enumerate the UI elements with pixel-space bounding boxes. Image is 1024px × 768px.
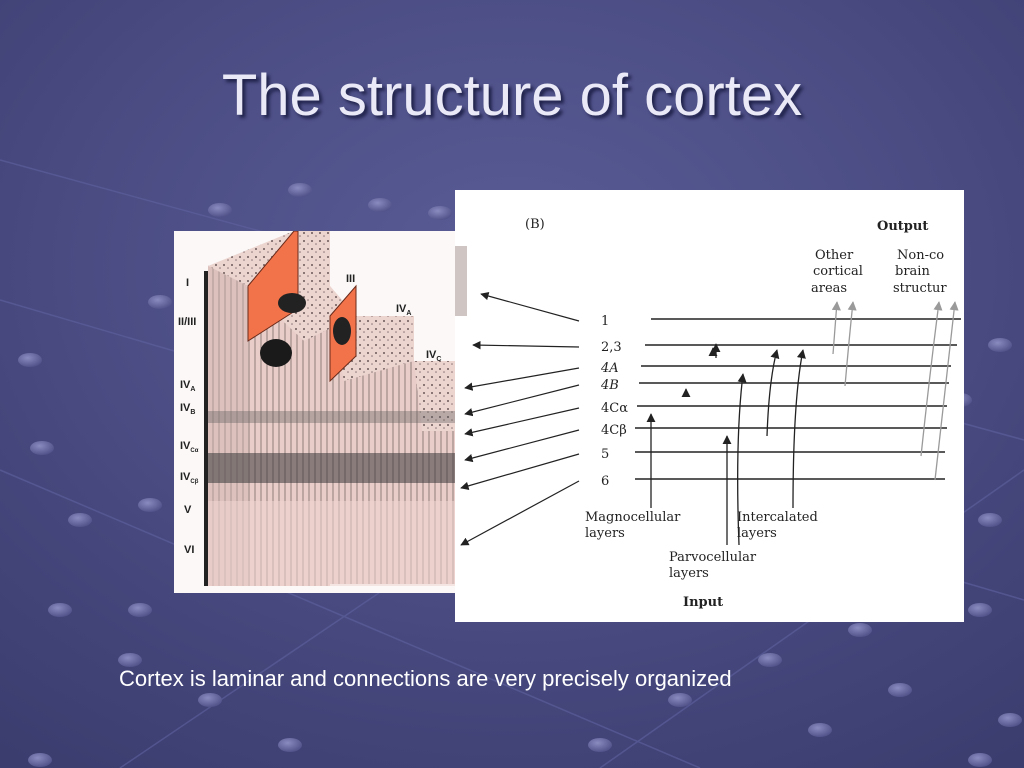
background-dot bbox=[428, 206, 452, 220]
output-label: Output bbox=[877, 219, 928, 234]
layer-label: II/III bbox=[178, 316, 196, 328]
background-dot bbox=[148, 295, 172, 309]
layer-label: I bbox=[186, 277, 189, 289]
layer-pointer-arrow bbox=[464, 429, 580, 463]
layer-label: 2,3 bbox=[601, 340, 622, 355]
top-label: IV bbox=[396, 303, 407, 315]
svg-text:layers: layers bbox=[737, 526, 777, 541]
svg-text:IVB: IVB bbox=[180, 402, 195, 416]
layer-label: V bbox=[184, 504, 192, 516]
background-dot bbox=[18, 353, 42, 367]
background-dot bbox=[68, 513, 92, 527]
background-dot bbox=[208, 203, 232, 217]
slide-caption: Cortex is laminar and connections are ve… bbox=[119, 666, 732, 691]
layer-label: 6 bbox=[601, 474, 609, 489]
background-dot bbox=[28, 753, 52, 767]
svg-text:IVA: IVA bbox=[180, 379, 195, 393]
background-dot bbox=[968, 603, 992, 617]
parvocellular-label: Parvocellular bbox=[669, 550, 757, 565]
slide-title: The structure of cortex bbox=[221, 63, 803, 128]
layer-label: 4B bbox=[600, 378, 619, 393]
top-label: IV bbox=[426, 349, 437, 361]
layer-label: 4Cα bbox=[601, 401, 628, 416]
layer-label: VI bbox=[184, 544, 194, 556]
input-label: Input bbox=[683, 595, 723, 610]
svg-text:III: III bbox=[346, 273, 355, 285]
svg-text:I: I bbox=[186, 277, 189, 289]
layer-pointer-arrow bbox=[464, 407, 580, 437]
svg-text:V: V bbox=[184, 504, 192, 516]
background-dot bbox=[118, 653, 142, 667]
svg-text:structur: structur bbox=[893, 281, 947, 296]
layer-pointer-arrow bbox=[464, 384, 580, 417]
non-cortical-label: Non-co bbox=[897, 248, 944, 263]
background-dot bbox=[988, 338, 1012, 352]
background-dot bbox=[30, 441, 54, 455]
background-dot bbox=[278, 738, 302, 752]
layer-label: 1 bbox=[601, 314, 609, 329]
layer-label: 5 bbox=[601, 447, 609, 462]
background-dot bbox=[998, 713, 1022, 727]
background-dot bbox=[888, 683, 912, 697]
background-dot bbox=[668, 693, 692, 707]
layer-label: 4A bbox=[600, 361, 619, 376]
svg-text:brain: brain bbox=[895, 264, 930, 279]
layer-label: IV bbox=[180, 379, 191, 391]
background-dot bbox=[128, 603, 152, 617]
layer-label: IV bbox=[180, 402, 191, 414]
background-dot bbox=[588, 738, 612, 752]
intercalated-label: Intercalated bbox=[737, 510, 818, 525]
background-dot bbox=[758, 653, 782, 667]
layer-label: IV bbox=[180, 471, 191, 483]
top-label: III bbox=[346, 273, 355, 285]
background-dot bbox=[198, 693, 222, 707]
svg-text:II/III: II/III bbox=[178, 316, 196, 328]
layer-label: IV bbox=[180, 440, 191, 452]
layer-label: 4Cβ bbox=[601, 423, 627, 438]
magnocellular-label: Magnocellular bbox=[585, 510, 681, 525]
block-face-upper bbox=[247, 230, 299, 342]
panel-label: (B) bbox=[525, 217, 545, 232]
svg-text:VI: VI bbox=[184, 544, 194, 556]
background-dot bbox=[978, 513, 1002, 527]
svg-text:IVC: IVC bbox=[426, 349, 441, 363]
layer-pointer-arrow bbox=[472, 340, 580, 350]
svg-text:cortical: cortical bbox=[813, 264, 863, 279]
other-cortical-label: Other bbox=[815, 248, 854, 263]
layer-pointer-arrow bbox=[464, 367, 580, 391]
svg-text:IVA: IVA bbox=[396, 303, 411, 317]
cortex-block-illustration: I II/III IVA IVB IVCα IVCβ V VI III IVA … bbox=[174, 230, 455, 593]
background-dot bbox=[968, 753, 992, 767]
svg-text:layers: layers bbox=[585, 526, 625, 541]
svg-text:areas: areas bbox=[811, 281, 847, 296]
background-dot bbox=[138, 498, 162, 512]
svg-text:layers: layers bbox=[669, 566, 709, 581]
background-dot bbox=[48, 603, 72, 617]
background-dot bbox=[808, 723, 832, 737]
laminar-connections-diagram: (B) Output Input Other cortical areas No… bbox=[455, 190, 964, 622]
background-dot bbox=[368, 198, 392, 212]
background-dot bbox=[848, 623, 872, 637]
layer-pointer-arrow bbox=[460, 453, 580, 490]
layer-pointer-arrow bbox=[480, 291, 580, 322]
svg-text:IVCβ: IVCβ bbox=[180, 471, 199, 485]
layer-labels: I II/III IVA IVB IVCα IVCβ V VI III IVA … bbox=[178, 273, 441, 556]
svg-text:IVCα: IVCα bbox=[180, 440, 199, 454]
background-dot bbox=[288, 183, 312, 197]
layer-pointer-arrow bbox=[460, 480, 580, 546]
